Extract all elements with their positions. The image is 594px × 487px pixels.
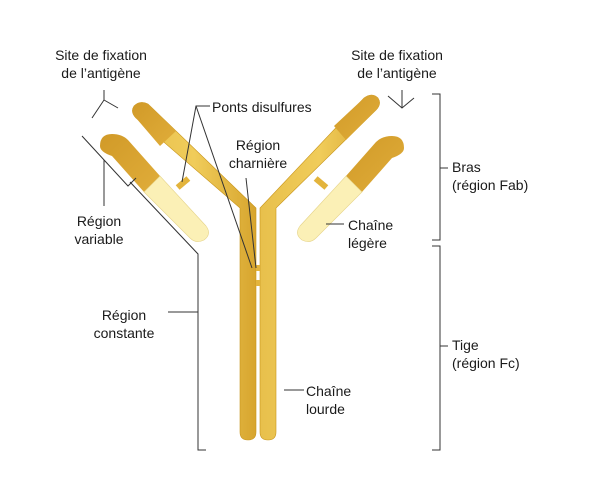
variable-region-line1: Région — [76, 213, 122, 229]
antigen-site-left-line1: Site de fixation — [55, 47, 147, 63]
constant-region-line1: Région — [101, 307, 147, 323]
light-chain-right — [297, 136, 404, 242]
constant-region-label: Région constante — [84, 306, 164, 342]
variable-region-label: Région variable — [64, 212, 134, 248]
heavy-chain-left — [132, 102, 257, 441]
light-chain-label: Chaîne légère — [348, 216, 393, 252]
antigen-site-right-line2: de l’antigène — [357, 65, 437, 81]
antigen-site-right-line1: Site de fixation — [351, 47, 443, 63]
heavy-chain-right — [259, 94, 380, 441]
arm-line2: (région Fab) — [452, 177, 529, 193]
hinge-region-label: Région charnière — [218, 136, 298, 172]
light-chain-line2: légère — [348, 235, 387, 251]
antigen-site-left-label: Site de fixation de l’antigène — [40, 46, 162, 82]
stem-line1: Tige — [452, 337, 479, 353]
disulfide-bridges-label: Ponts disulfures — [212, 99, 312, 115]
arm-line1: Bras — [452, 159, 481, 175]
disulfide-bridges — [175, 176, 329, 286]
arm-fab-label: Bras (région Fab) — [452, 158, 528, 194]
stem-fc-label: Tige (région Fc) — [452, 336, 520, 372]
heavy-chain-line2: lourde — [306, 401, 345, 417]
constant-region-line2: constante — [93, 325, 155, 341]
leader-lines — [81, 90, 448, 451]
antigen-site-right-label: Site de fixation de l’antigène — [336, 46, 458, 82]
heavy-chain-line1: Chaîne — [306, 383, 352, 399]
variable-region-line2: variable — [74, 231, 124, 247]
hinge-region-line2: charnière — [228, 155, 288, 171]
light-chain-left — [100, 134, 209, 242]
antigen-site-left-line2: de l’antigène — [61, 65, 141, 81]
light-chain-line1: Chaîne — [348, 217, 394, 233]
stem-line2: (région Fc) — [452, 355, 520, 371]
heavy-chain-label: Chaîne lourde — [306, 382, 351, 418]
hinge-region-line1: Région — [235, 137, 281, 153]
